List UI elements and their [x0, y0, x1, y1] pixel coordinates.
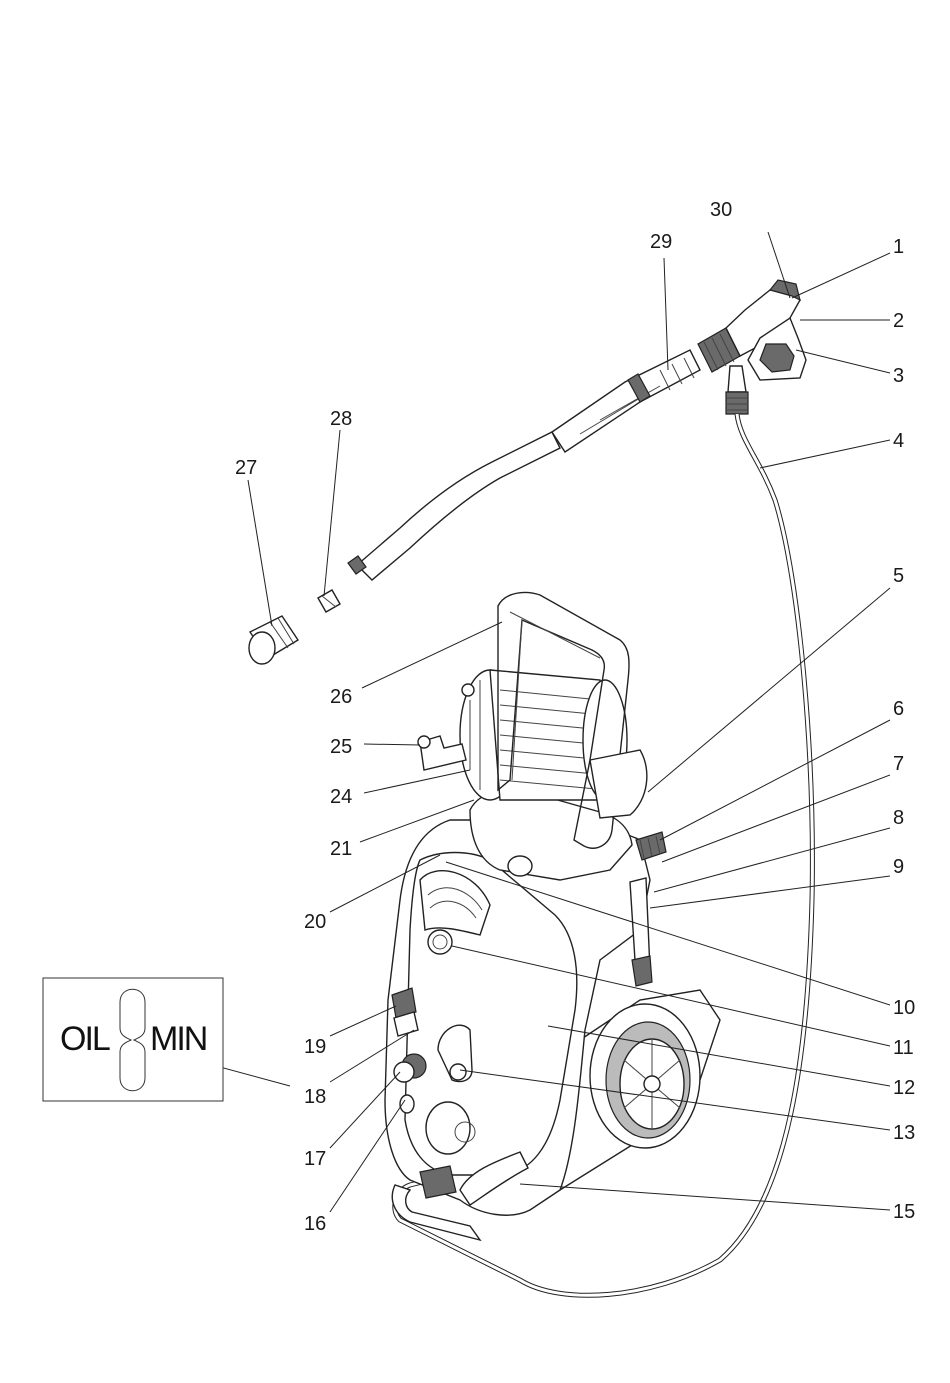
callout-5: 5	[893, 565, 904, 587]
wheel	[590, 1004, 700, 1148]
oil-label: OIL	[60, 1020, 110, 1058]
callout-13: 13	[893, 1122, 915, 1144]
callout-28: 28	[330, 408, 352, 430]
callout-4: 4	[893, 430, 904, 452]
callout-18: 18	[304, 1086, 326, 1108]
callout-2: 2	[893, 310, 904, 332]
callout-8: 8	[893, 807, 904, 829]
callout-16: 16	[304, 1213, 326, 1235]
nozzle-parts	[249, 590, 340, 664]
callout-9: 9	[893, 856, 904, 878]
callout-17: 17	[304, 1148, 326, 1170]
spray-lance-assembly	[348, 280, 806, 580]
callout-24: 24	[330, 786, 352, 808]
callout-3: 3	[893, 365, 904, 387]
callout-12: 12	[893, 1077, 915, 1099]
callout-30: 30	[710, 199, 732, 221]
callout-21: 21	[330, 838, 352, 860]
callout-10: 10	[893, 997, 915, 1019]
callout-7: 7	[893, 753, 904, 775]
callout-26: 26	[330, 686, 352, 708]
callout-15: 15	[893, 1201, 915, 1223]
min-label: MIN	[150, 1020, 206, 1058]
callout-20: 20	[304, 911, 326, 933]
callout-6: 6	[893, 698, 904, 720]
callout-27: 27	[235, 457, 257, 479]
callout-29: 29	[650, 231, 672, 253]
callout-19: 19	[304, 1036, 326, 1058]
callout-1: 1	[893, 236, 904, 258]
callout-11: 11	[893, 1037, 914, 1059]
callout-25: 25	[330, 736, 352, 758]
oil-level-inset: OIL MIN	[43, 978, 223, 1101]
